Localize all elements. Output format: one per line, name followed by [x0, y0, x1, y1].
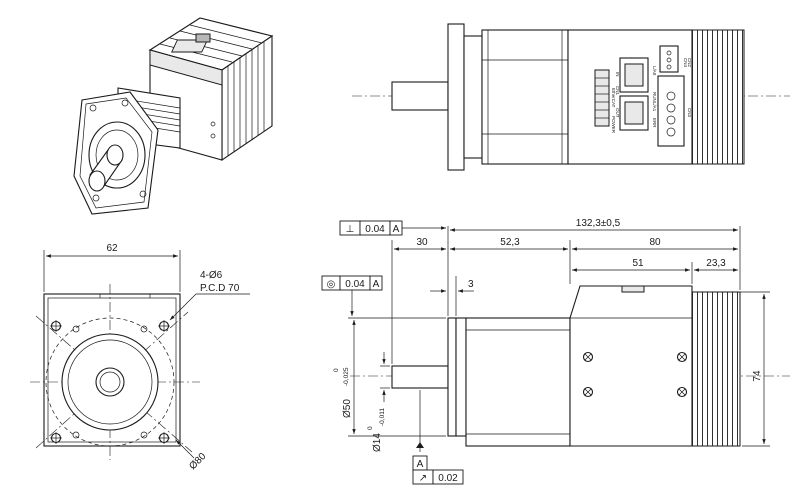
conc-datum: A — [373, 279, 380, 290]
perpendicularity-icon: ⊥ — [346, 224, 355, 235]
label-power: POWER — [611, 116, 616, 134]
iso-heatsink-fins — [148, 17, 274, 162]
dim-total-length: 132,3±0,5 — [576, 218, 621, 229]
runout-value: 0.02 — [438, 473, 458, 484]
label-cn1: CN1 — [615, 86, 620, 95]
side-screws — [582, 351, 688, 398]
dim-dia-50-tol-upper: 0 — [333, 368, 340, 372]
side-motor-body — [465, 317, 571, 447]
dim-3: 3 — [468, 279, 474, 290]
runout-icon: ↗ — [419, 473, 427, 484]
dip-switch — [594, 69, 610, 127]
dim-74: 74 — [752, 370, 763, 382]
dim-dia-14-tol-upper: 0 — [367, 426, 374, 430]
dim-30: 30 — [416, 237, 428, 248]
label-out: OUT — [615, 108, 620, 118]
label-la0: L/A0 — [652, 66, 657, 76]
side-heatsink-fins — [691, 291, 741, 447]
datum-a-label: A — [417, 459, 424, 470]
dim-dia-50-tol-lower: -0,025 — [343, 367, 350, 386]
top-motor-body — [481, 29, 569, 165]
label-la1: L/A1 — [652, 102, 657, 112]
iso-mount-hole-icon — [92, 194, 100, 202]
side-driver-body — [569, 285, 693, 447]
hole-note-count: 4-Ø6 — [200, 270, 223, 281]
dim-51: 51 — [632, 258, 644, 269]
isometric-view — [73, 17, 274, 215]
iso-mount-hole-icon — [89, 104, 97, 112]
power-connector — [657, 75, 685, 147]
dim-dia-14: Ø14 — [372, 433, 383, 452]
conc-value: 0.04 — [345, 279, 365, 290]
gdt-runout-frame: A ↗ 0.02 — [412, 390, 464, 485]
front-mount-holes — [50, 320, 170, 444]
dim-52: 52,3 — [500, 237, 520, 248]
iso-mount-hole-icon — [121, 99, 129, 107]
concentricity-icon: ◎ — [327, 279, 336, 290]
label-ethercat: EtherCAT — [611, 88, 616, 108]
top-view: CN1 IN OUT EtherCAT RUN ERR L/A0 L/A1 PO… — [352, 23, 790, 171]
gdt-perpendicularity-frame: ⊥ 0.04 A — [339, 220, 446, 236]
side-view: 132,3±0,5 30 52,3 80 51 23,3 3 74 Ø50 0 … — [321, 218, 790, 485]
label-cn2: CN2 — [687, 58, 692, 67]
dim-80: 80 — [649, 237, 661, 248]
hole-note-pcd: P.C.D 70 — [200, 283, 240, 294]
label-cn3: CN3 — [687, 108, 692, 117]
top-heatsink-fins — [691, 29, 745, 165]
dim-width-62: 62 — [106, 243, 118, 254]
side-shaft — [391, 365, 449, 389]
dim-dia-50: Ø50 — [342, 399, 353, 418]
gdt-concentricity-frame: ◎ 0.04 A — [321, 275, 383, 316]
label-cn4: CN4 — [683, 58, 688, 67]
perp-value: 0.04 — [365, 224, 385, 235]
side-flange — [455, 317, 467, 437]
perp-datum: A — [393, 224, 400, 235]
top-flange — [447, 23, 465, 171]
front-view: 62 4-Ø6 P.C.D 70 Ø80 — [30, 243, 250, 472]
iso-mount-hole-icon — [139, 190, 147, 198]
iso-shaft — [88, 144, 124, 192]
dim-23: 23,3 — [706, 258, 726, 269]
label-run: RUN — [652, 92, 657, 102]
label-in: IN — [615, 72, 620, 77]
dim-dia-14-tol-lower: -0,011 — [379, 408, 386, 426]
dim-dia-80: Ø80 — [187, 451, 208, 472]
front-pcd-circle — [45, 317, 175, 447]
label-err: ERR — [652, 118, 657, 128]
top-shaft — [391, 81, 449, 111]
